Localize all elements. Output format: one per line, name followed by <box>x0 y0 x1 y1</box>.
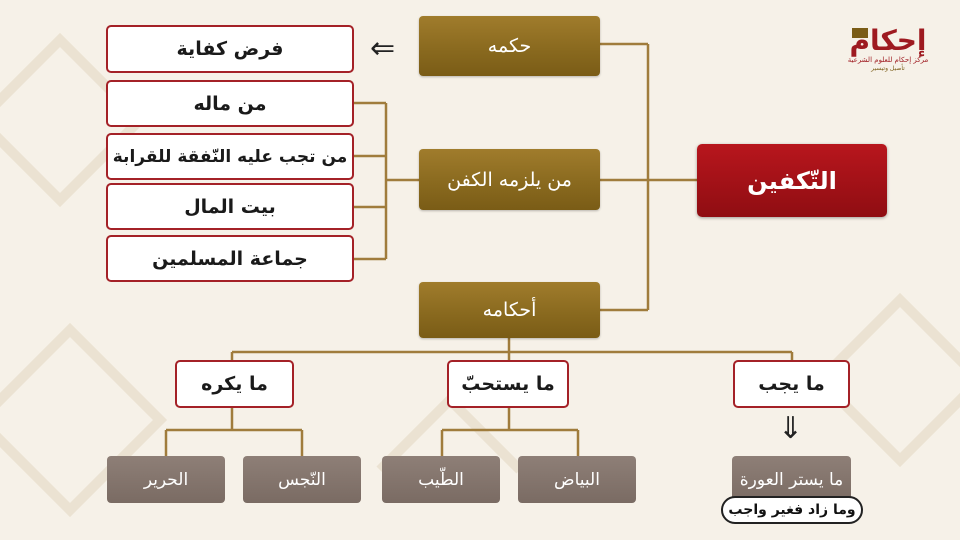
who-bears-node: من يلزمه الكفن <box>419 149 600 210</box>
mustahab-item-1: البياض <box>518 456 636 503</box>
makruh-item-1: النّجس <box>243 456 361 503</box>
who-bears-item-4: جماعة المسلمين <box>106 235 354 282</box>
wajib-item: ما يستر العورة <box>732 456 851 503</box>
logo-tagline: تأصيل وتيسير <box>871 65 905 72</box>
wajib-node: ما يجب <box>733 360 850 408</box>
who-bears-item-1: من ماله <box>106 80 354 127</box>
double-left-arrow-icon: ⇐ <box>370 31 396 66</box>
double-down-arrow-icon: ⇓ <box>778 411 804 446</box>
logo-roof-icon <box>852 28 868 38</box>
hikmah-answer: فرض كفاية <box>106 25 354 73</box>
makruh-item-2: الحرير <box>107 456 225 503</box>
hikmah-node: حكمه <box>419 16 600 76</box>
wajib-note: وما زاد فغير واجب <box>721 496 863 524</box>
who-bears-item-3: بيت المال <box>106 183 354 230</box>
rulings-node: أحكامه <box>419 282 600 338</box>
logo: إحكام مركز إحكام للعلوم الشرعية تأصيل وت… <box>846 26 930 94</box>
makruh-node: ما يكره <box>175 360 294 408</box>
mustahab-item-2: الطّيب <box>382 456 500 503</box>
mustahab-node: ما يستحبّ <box>447 360 569 408</box>
logo-subtitle: مركز إحكام للعلوم الشرعية <box>847 56 929 64</box>
who-bears-item-2: من تجب عليه النّفقة للقرابة <box>106 133 354 180</box>
root-node: التّكفين <box>697 144 887 217</box>
